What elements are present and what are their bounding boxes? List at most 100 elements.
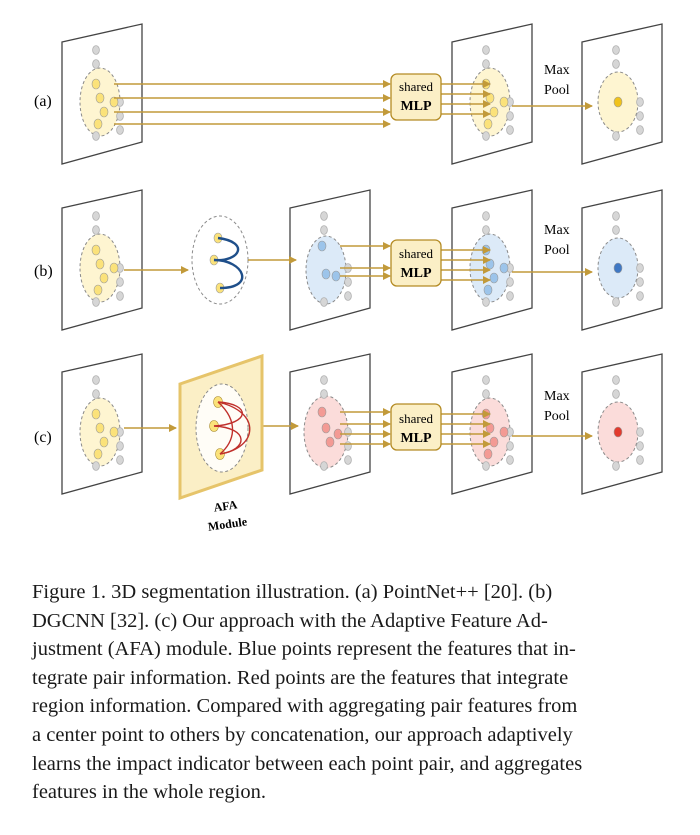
gray-point	[636, 111, 644, 121]
input-point	[91, 408, 101, 420]
gray-point	[636, 125, 644, 135]
architecture-figure: (a) (b) (c) Max Pool Max Pool Max Pool s…	[34, 23, 663, 534]
feature-point	[489, 272, 499, 284]
gray-point	[506, 441, 514, 451]
caption-line: region information. Compared with aggreg…	[32, 695, 578, 718]
input-point	[95, 422, 105, 434]
gray-point	[636, 455, 644, 465]
gray-point	[320, 461, 328, 471]
gray-point	[92, 59, 100, 69]
shared-mlp-box-c	[390, 403, 442, 451]
gray-point	[612, 45, 620, 55]
gray-point	[320, 375, 328, 385]
gray-point	[612, 297, 620, 307]
input-point	[99, 436, 109, 448]
maxpool-label-c-line1: Max	[544, 389, 570, 404]
input-point	[95, 92, 105, 104]
gray-point	[92, 45, 100, 55]
feature-point	[499, 96, 509, 108]
gray-point	[506, 111, 514, 121]
gray-point	[636, 291, 644, 301]
region-point-c	[317, 406, 327, 418]
row-label-c: (c)	[34, 429, 52, 446]
gray-point	[116, 277, 124, 287]
row-label-b: (b)	[34, 263, 53, 280]
mlp-box-b-line2: MLP	[400, 266, 432, 281]
pair-curve-b	[213, 236, 244, 290]
gray-point	[344, 455, 352, 465]
mlp-box-b-line1: shared	[399, 246, 433, 261]
region-point-c	[321, 422, 331, 434]
gray-point	[482, 211, 490, 221]
maxpool-label-a-line1: Max	[544, 63, 570, 78]
region-curve-c	[217, 401, 251, 455]
gray-point	[612, 225, 620, 235]
gray-point	[344, 441, 352, 451]
maxpool-label-b-line1: Max	[544, 223, 570, 238]
gray-point	[92, 389, 100, 399]
gray-point	[482, 59, 490, 69]
gray-point	[92, 225, 100, 235]
gray-point	[612, 461, 620, 471]
caption-line: DGCNN [32]. (c) Our approach with the Ad…	[32, 609, 548, 632]
gray-point	[482, 131, 490, 141]
gray-point	[116, 111, 124, 121]
pair-point-b	[331, 270, 341, 282]
shared-mlp-box-b	[390, 239, 442, 287]
input-point	[99, 272, 109, 284]
feature-point	[483, 284, 493, 296]
gray-point	[636, 427, 644, 437]
input-point	[109, 426, 119, 438]
gray-point	[116, 455, 124, 465]
input-point	[91, 244, 101, 256]
afa-label-line2: Module	[207, 514, 249, 533]
region-curve-c	[217, 401, 234, 455]
input-point	[95, 258, 105, 270]
pair-point-b	[317, 240, 327, 252]
gray-point	[506, 125, 514, 135]
figure-caption: Figure 1. 3D segmentation illustration. …	[32, 578, 668, 807]
gray-point	[612, 131, 620, 141]
gray-point	[482, 45, 490, 55]
input-point	[93, 448, 103, 460]
pooled-point-c	[613, 426, 623, 438]
pooled-point-a	[613, 96, 623, 108]
gray-point	[506, 291, 514, 301]
maxpool-label-b-line2: Pool	[544, 243, 570, 258]
gray-point	[482, 375, 490, 385]
caption-line: Figure 1. 3D segmentation illustration. …	[32, 581, 553, 603]
maxpool-label-a-line2: Pool	[544, 83, 570, 98]
feature-point	[489, 106, 499, 118]
input-point	[109, 262, 119, 274]
caption-line: tegrate pair information. Red points are…	[32, 666, 569, 689]
region-point-c	[325, 436, 335, 448]
gray-point	[92, 297, 100, 307]
gray-point	[92, 461, 100, 471]
gray-point	[92, 375, 100, 385]
input-point	[99, 106, 109, 118]
gray-point	[482, 461, 490, 471]
gray-point	[636, 97, 644, 107]
gray-point	[92, 131, 100, 141]
gray-point	[320, 297, 328, 307]
pair-point-b	[321, 268, 331, 280]
afa-label-line1: AFA	[213, 497, 239, 514]
gray-point	[636, 441, 644, 451]
gray-point	[612, 59, 620, 69]
input-point	[93, 118, 103, 130]
gray-point	[344, 277, 352, 287]
gray-point	[636, 277, 644, 287]
gray-point	[482, 297, 490, 307]
mlp-box-c-line2: MLP	[400, 431, 432, 446]
row-label-a: (a)	[34, 93, 52, 110]
gray-point	[612, 211, 620, 221]
gray-point	[344, 427, 352, 437]
gray-point	[92, 211, 100, 221]
gray-point	[482, 389, 490, 399]
shared-mlp-box-a	[390, 73, 442, 121]
gray-point	[612, 375, 620, 385]
mlp-box-a-line2: MLP	[400, 99, 432, 114]
caption-line: justment (AFA) module. Blue points repre…	[32, 638, 576, 661]
gray-point	[320, 225, 328, 235]
maxpool-label-c-line2: Pool	[544, 409, 570, 424]
